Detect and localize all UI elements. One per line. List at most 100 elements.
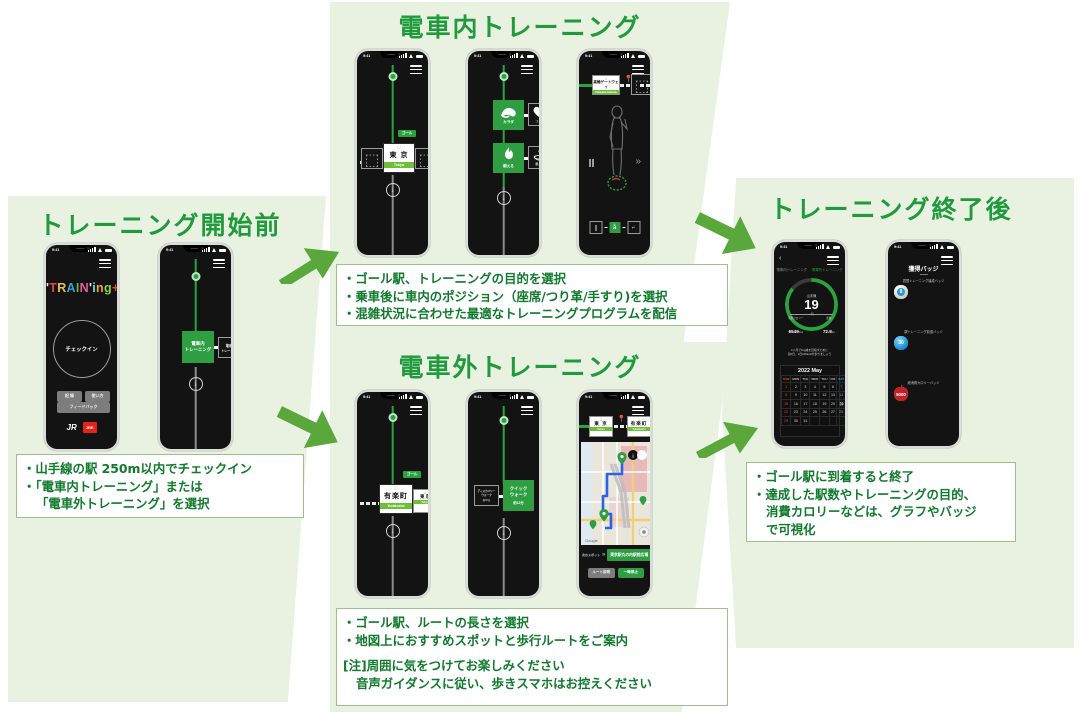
calendar-day[interactable]: 25: [809, 407, 821, 417]
next-spot-label: 次のスポット: [582, 553, 601, 557]
advice-text: 1ヶ月で1kg減を目指すために 週4日、1日240kcal分歩きましょう: [774, 348, 845, 356]
menu-icon[interactable]: [410, 65, 422, 76]
station-card-goal[interactable]: ⬚ 有楽町 Yurakucho: [379, 484, 413, 514]
logo-letter: R: [57, 281, 67, 295]
calendar-day[interactable]: 6: [828, 382, 838, 392]
station-card-right[interactable]: ⬚ 神 田 Kanda: [415, 148, 428, 169]
station-badge[interactable]: 30: [894, 336, 908, 350]
purpose-tile-body[interactable]: カラダ: [493, 100, 524, 130]
feedback-button[interactable]: フィードバック: [57, 402, 110, 413]
option-discovery-walk[interactable]: ディスカバリー ウォーク 約30分: [474, 485, 499, 506]
calendar-day[interactable]: 30: [790, 416, 802, 426]
calendar-day[interactable]: 31: [800, 416, 811, 426]
goal-badge: ゴール: [403, 471, 421, 478]
tab-out-train[interactable]: 電車外トレーニング: [811, 268, 843, 272]
map-station-right[interactable]: ⬚ 有楽町 Yurakucho: [627, 416, 650, 437]
menu-icon[interactable]: [941, 256, 953, 267]
logo-letter: I: [75, 281, 80, 295]
map-station-right-jp: 有楽町: [630, 421, 648, 426]
calendar-day[interactable]: 19: [819, 399, 830, 409]
svg-text:Google: Google: [585, 538, 599, 543]
station-card-departed[interactable]: ⬚ 高輪ゲートウェイ Takanawa Gateway: [592, 75, 620, 95]
howto-button[interactable]: 使い方: [85, 391, 110, 402]
next-page-icon[interactable]: »: [839, 399, 844, 408]
calendar-day[interactable]: 5: [819, 382, 830, 392]
calendar-day[interactable]: 2: [790, 382, 802, 392]
menu-icon[interactable]: [521, 65, 533, 76]
calendar-day[interactable]: 9: [790, 390, 802, 400]
calorie-badge[interactable]: 5000: [894, 387, 908, 401]
strap-icon[interactable]: å: [609, 222, 620, 233]
pause-icon[interactable]: [589, 159, 595, 167]
calendar-day[interactable]: 10: [800, 390, 811, 400]
seat-icon[interactable]: ⌐: [627, 221, 640, 234]
calendar-day[interactable]: [809, 416, 821, 426]
calendar-day[interactable]: 28: [836, 407, 845, 417]
calendar-day[interactable]: 20: [828, 399, 838, 409]
pause-button[interactable]: 一時停止: [617, 568, 644, 578]
calendar-day[interactable]: 16: [790, 399, 802, 409]
badge-group2-label: 駅トレーニング前進バッジ: [904, 330, 943, 334]
calendar-day[interactable]: 8: [780, 390, 792, 400]
purpose-tile-mind[interactable]: ココロ: [528, 103, 539, 126]
back-button[interactable]: ‹: [779, 255, 782, 262]
option-quick-walk[interactable]: クイック ウォーク 約12分: [503, 480, 534, 511]
fast-forward-icon[interactable]: »: [635, 156, 641, 167]
calendar-day[interactable]: 11: [809, 390, 821, 400]
purpose-tile-tune[interactable]: 整える: [528, 146, 539, 169]
status-bar: 9:41: [579, 51, 650, 62]
calendar-day[interactable]: 4: [809, 382, 821, 392]
menu-icon[interactable]: [827, 256, 839, 267]
route-description-button[interactable]: ルート説明: [588, 568, 615, 578]
calendar-day[interactable]: 27: [828, 407, 838, 417]
purpose-label-train: 鍛える: [503, 163, 514, 168]
checkin-label: チェックイン: [65, 347, 98, 353]
calendar-day[interactable]: 22: [780, 407, 792, 417]
station-card-goal[interactable]: ⬚ 東 京 Tokyo: [383, 143, 415, 173]
logo-letter: i: [92, 281, 97, 295]
status-bar: 9:41: [468, 392, 539, 403]
checkin-button[interactable]: チェックイン: [52, 320, 111, 378]
weekly-badge[interactable]: 8: [894, 285, 908, 299]
map-station-left[interactable]: ⬚ 東 京 Tokyo: [589, 416, 613, 437]
phone-result-summary: 9:41 ‹ 電車内トレーニング 電車外トレーニング 山手線 19 / 駅 消費…: [772, 240, 847, 448]
calendar-day[interactable]: 7: [836, 382, 845, 392]
calendar-day[interactable]: [819, 416, 830, 426]
station-card-left[interactable]: ⬚ 有楽町 Yurakucho: [361, 148, 383, 169]
tab-in-train[interactable]: 電車内トレーニング: [776, 268, 807, 272]
notch: [68, 245, 95, 252]
standing-icon[interactable]: [589, 221, 602, 234]
notch: [601, 51, 628, 58]
notch: [796, 242, 823, 249]
menu-icon[interactable]: [632, 65, 644, 76]
calendar-day[interactable]: 26: [819, 407, 830, 417]
map-view[interactable]: i Google: [581, 442, 650, 545]
station-card-current[interactable]: ⬚ 東 京 Tokyo: [413, 489, 428, 513]
calendar-day[interactable]: 17: [800, 399, 811, 409]
calendar-day[interactable]: 15: [780, 399, 792, 409]
menu-icon[interactable]: [99, 259, 111, 270]
calendar-day[interactable]: 18: [809, 399, 821, 409]
calendar-day[interactable]: 24: [800, 407, 811, 417]
calendar-day[interactable]: 12: [819, 390, 830, 400]
calendar-day[interactable]: 1: [780, 382, 792, 392]
donut-center: 山手線 19 / 駅: [785, 278, 838, 331]
calendar-day[interactable]: 23: [790, 407, 802, 417]
menu-icon[interactable]: [213, 259, 225, 270]
menu-icon[interactable]: [410, 406, 422, 417]
distance-label: 距離: [826, 317, 832, 320]
record-button[interactable]: 記 録: [57, 391, 82, 402]
next-spot-value[interactable]: 東京駅丸の内駅前広場: [607, 549, 650, 561]
calendar-day[interactable]: 13: [828, 390, 838, 400]
calendar-day[interactable]: 29: [780, 416, 792, 426]
menu-icon[interactable]: [521, 406, 533, 417]
option-out-train[interactable]: 電車外 トレーニング: [218, 337, 231, 358]
menu-icon[interactable]: [632, 406, 644, 417]
status-clock: 9:41: [52, 247, 60, 252]
calendar-day[interactable]: 3: [800, 382, 811, 392]
purpose-tile-train[interactable]: 鍛える: [493, 143, 524, 173]
logo-letter: +: [111, 281, 117, 295]
calendar-day[interactable]: [828, 416, 838, 426]
option-in-train[interactable]: 電車内 トレーニング: [182, 331, 214, 363]
calendar-day[interactable]: [836, 416, 845, 426]
